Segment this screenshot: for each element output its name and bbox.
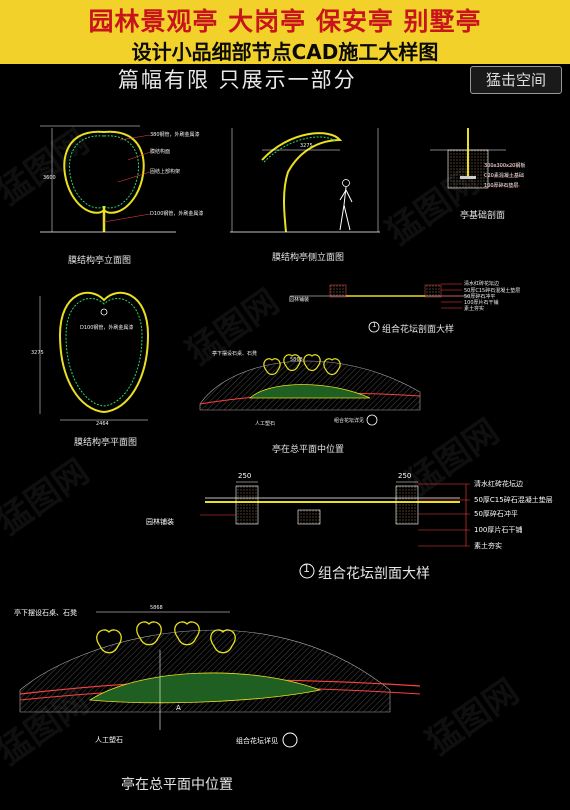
plan-caption: 膜结构亭平面图	[74, 438, 138, 448]
dim-plan-width: 2464	[96, 421, 109, 427]
small-layer-5: 素土夯实	[464, 306, 485, 312]
small-layer-4: 100厚片石干铺	[464, 300, 499, 306]
small-rockery-label: 人工塑石	[255, 421, 276, 427]
layer-4: 100厚片石干铺	[474, 526, 523, 534]
elevation-drawing	[40, 125, 176, 233]
small-paving-label: 园林铺装	[289, 297, 310, 303]
dim-section-w1: 250	[238, 472, 252, 480]
elev-note-3: 固结上部构架	[150, 169, 181, 175]
big-site-caption: 亭在总平面中位置	[121, 777, 233, 793]
sub-title: 设计小品细部节点CAD施工大样图	[131, 40, 439, 64]
small-layer-3: 50厚碎石冲平	[464, 294, 496, 300]
small-layer-1: 清水红砖花坛边	[464, 281, 500, 287]
dim-elev-height: 3600	[43, 175, 56, 181]
side-elevation-caption: 膜结构亭侧立面图	[272, 253, 345, 263]
small-seating-label: 亭下摆设石桌、石凳	[212, 351, 258, 357]
small-bed-ref-label: 组合花坛详见	[334, 418, 365, 424]
layer-5: 素土夯实	[474, 542, 502, 550]
big-section-caption: 组合花坛剖面大样	[318, 566, 430, 582]
seating-label: 亭下摆设石桌、石凳	[14, 609, 77, 617]
paving-label: 园林铺装	[146, 518, 174, 526]
small-section-drawing	[290, 283, 470, 333]
big-section-drawing	[200, 481, 470, 579]
rockery-label: 人工塑石	[95, 736, 123, 744]
small-section-caption: 组合花坛剖面大样	[382, 325, 455, 335]
section-number: 1	[303, 562, 310, 575]
side-elevation-drawing	[230, 128, 380, 233]
elevation-caption: 膜结构亭立面图	[68, 256, 132, 266]
layer-3: 50厚碎石冲平	[474, 510, 518, 518]
foundation-drawing	[430, 128, 520, 189]
main-title: 园林景观亭 大岗亭 保安亭 别墅亭	[88, 7, 482, 36]
small-site-plan	[199, 354, 421, 426]
small-site-caption: 亭在总平面中位置	[272, 445, 345, 455]
foundation-caption: 亭基础剖面	[460, 211, 506, 221]
plan-drawing	[39, 291, 150, 421]
dim-section-w2: 250	[398, 472, 412, 480]
layer-1: 清水红砖花坛边	[474, 480, 523, 488]
dim-side-width: 3275	[300, 143, 313, 149]
brand-tag[interactable]: 猛击空间	[470, 66, 562, 94]
found-note-3: 100厚碎石垫层	[484, 183, 519, 189]
small-layer-2: 50厚C15碎石混凝土垫层	[464, 288, 521, 294]
dim-site: 5868	[150, 605, 163, 611]
elev-note-4: D100钢管，外刷金属漆	[150, 211, 204, 217]
marker-a: A	[176, 704, 181, 712]
header-banner: 园林景观亭 大岗亭 保安亭 别墅亭 设计小品细部节点CAD施工大样图	[0, 0, 570, 64]
bed-ref-label: 组合花坛详见	[236, 737, 278, 745]
found-note-1: 300x300x20钢板	[484, 163, 526, 169]
elev-note-5: D100钢管，外刷金属漆	[80, 325, 134, 331]
layer-2: 50厚C15碎石混凝土垫层	[474, 496, 553, 504]
notice-text: 篇幅有限 只展示一部分	[118, 68, 357, 92]
dim-plan-height: 3275	[31, 350, 44, 356]
found-note-2: C20素混凝土基础	[484, 173, 524, 179]
dim-small-site: 5868	[290, 357, 303, 363]
elev-note-1: 380钢管，外刷金属漆	[150, 132, 200, 138]
elev-note-2: 膜结构面	[150, 149, 171, 155]
big-site-plan	[19, 611, 421, 748]
small-section-number: 1	[372, 321, 377, 329]
